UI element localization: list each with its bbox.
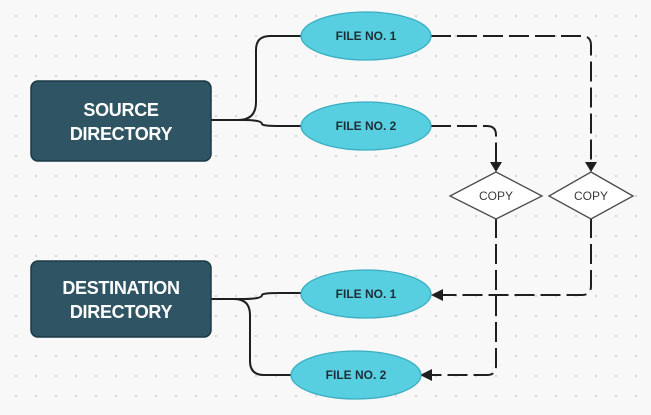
destination-file-2-node[interactable]: FILE NO. 2	[290, 350, 422, 400]
link-source-to-file-1	[211, 35, 302, 121]
source-directory-node[interactable]: SOURCE DIRECTORY	[30, 80, 212, 162]
link-destination-to-file-2	[211, 298, 292, 376]
source-file-1-node[interactable]: FILE NO. 1	[300, 11, 432, 61]
copy-step-left-label: COPY	[479, 189, 513, 203]
link-destination-to-file-1	[211, 292, 302, 300]
destination-file-1-label: FILE NO. 1	[336, 287, 397, 301]
copy-step-left-node[interactable]: COPY	[448, 171, 544, 220]
arrowhead-copy-right	[585, 162, 597, 172]
link-source-to-file-2	[211, 119, 302, 127]
source-file-1-label: FILE NO. 1	[336, 29, 397, 43]
destination-directory-node[interactable]: DESTINATION DIRECTORY	[30, 260, 212, 338]
source-file-2-node[interactable]: FILE NO. 2	[300, 101, 432, 151]
source-file-2-label: FILE NO. 2	[336, 119, 397, 133]
copy-step-right-label: COPY	[574, 189, 608, 203]
destination-file-2-label: FILE NO. 2	[326, 368, 387, 382]
link-copy-left-to-dest-file-2	[432, 218, 497, 376]
arrowhead-copy-left	[490, 162, 502, 172]
copy-step-right-node[interactable]: COPY	[547, 171, 635, 220]
arrowhead-dest-file-2	[420, 369, 432, 381]
source-directory-label-line-2: DIRECTORY	[70, 124, 173, 144]
source-directory-label-line-1: SOURCE	[83, 100, 159, 120]
link-copy-right-to-dest-file-1	[443, 218, 592, 296]
destination-file-1-node[interactable]: FILE NO. 1	[300, 269, 432, 319]
link-file-1-to-copy-right	[431, 35, 592, 162]
destination-directory-label-line-2: DIRECTORY	[70, 302, 173, 322]
destination-directory-label-line-1: DESTINATION	[62, 278, 179, 298]
arrowhead-dest-file-1	[431, 289, 443, 301]
link-file-2-to-copy-left	[431, 125, 497, 162]
